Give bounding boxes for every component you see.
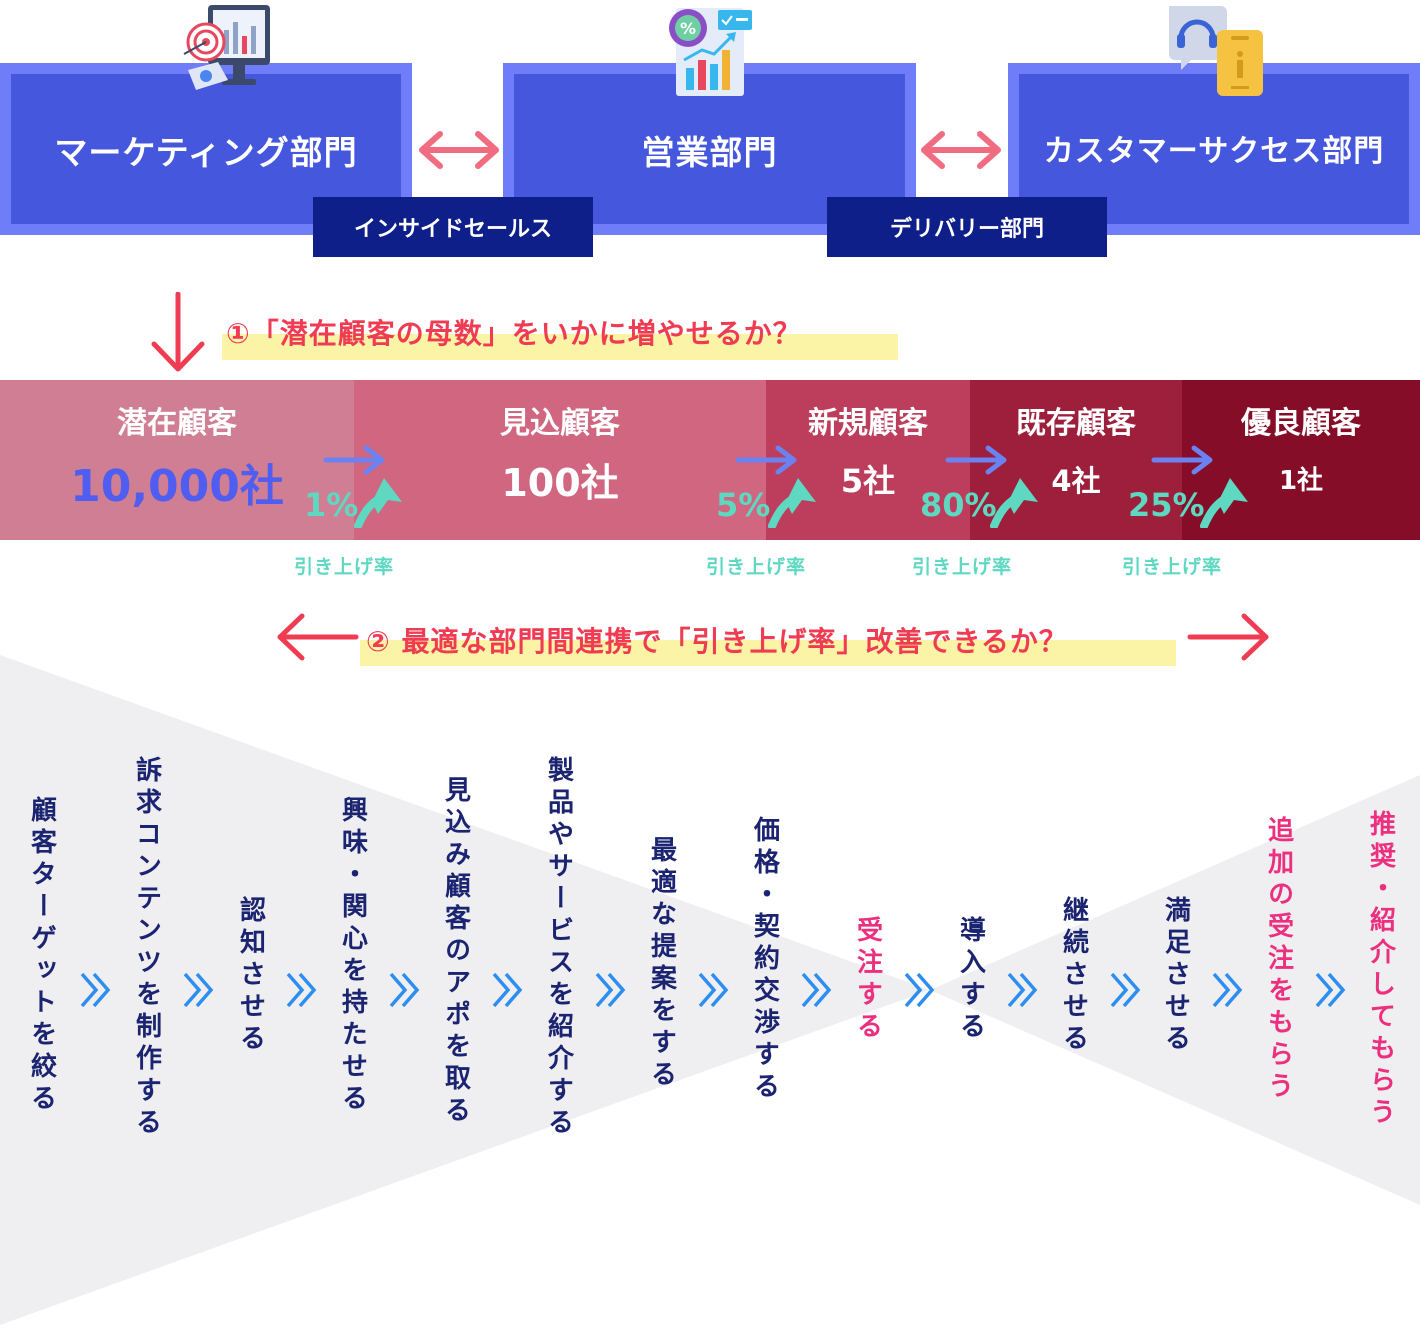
stage-value-prospect: 100社 (501, 461, 619, 505)
stage-label-existing: 既存顧客 (1016, 406, 1136, 441)
funnel-segment-new (766, 380, 970, 540)
double-arrow-icon (419, 131, 499, 169)
right-arrow-icon (945, 445, 1007, 475)
svg-text:%: % (680, 19, 696, 38)
funnel-segment-potential (0, 380, 354, 540)
double-chevron-icon (389, 972, 420, 1008)
funnel-background-shape (0, 655, 1420, 1325)
step-14: 推奨・紹介してもらう (1365, 810, 1396, 1130)
conversion-rate-1: 1% (304, 486, 359, 524)
upward-growth-arrow-icon (1200, 478, 1248, 528)
step-13: 追加の受注をもらう (1263, 816, 1294, 1104)
support-headset-icon (1169, 6, 1263, 96)
double-chevron-icon (183, 972, 214, 1008)
right-arrow-icon (735, 445, 797, 475)
upward-growth-arrow-icon (990, 478, 1038, 528)
customer-success-dept-title: カスタマーサクセス部門 (1043, 134, 1385, 169)
step-1: 顧客ターゲットを絞る (26, 796, 57, 1116)
right-arrow-icon (323, 445, 385, 475)
question1-highlight (222, 334, 898, 360)
question2-text: ② 最適な部門間連携で「引き上げ率」改善できるか？ (366, 625, 1068, 658)
analytics-monitor-icon (183, 5, 270, 90)
stage-value-loyal: 1社 (1278, 466, 1324, 496)
question2-highlight (360, 640, 1176, 666)
double-chevron-icon (1212, 972, 1243, 1008)
rate-caption: 引き上げ率 (706, 556, 807, 578)
step-11: 継続させる (1058, 896, 1089, 1056)
right-arrow-icon (1151, 445, 1213, 475)
stage-label-potential: 潜在顧客 (117, 406, 237, 441)
conversion-rate-2: 5% (716, 486, 771, 524)
down-arrow-icon (151, 292, 205, 372)
double-chevron-icon (904, 972, 935, 1008)
step-8: 価格・契約交渉する (749, 816, 780, 1104)
stage-value-existing: 4社 (1051, 464, 1101, 498)
step-3: 認知させる (235, 896, 266, 1056)
double-chevron-icon (492, 972, 523, 1008)
double-chevron-icon (80, 972, 111, 1008)
question1-text: ①「潜在顧客の母数」をいかに増やせるか？ (226, 317, 802, 350)
double-chevron-icon (1007, 972, 1038, 1008)
inside-sales-label: インサイドセールス (313, 197, 593, 257)
step-12: 満足させる (1160, 896, 1191, 1056)
double-chevron-icon (698, 972, 729, 1008)
step-6: 製品やサービスを紹介する (543, 756, 574, 1140)
left-arrow-icon (277, 613, 359, 661)
double-chevron-icon (595, 972, 626, 1008)
step-10: 導入する (955, 916, 986, 1044)
step-9: 受注する (852, 916, 883, 1044)
upward-growth-arrow-icon (768, 478, 816, 528)
stage-value-new: 5社 (840, 462, 896, 500)
step-2: 訴求コンテンツを制作する (131, 756, 162, 1140)
marketing-dept-title: マーケティング部門 (54, 133, 358, 172)
stage-value-potential: 10,000社 (70, 461, 284, 512)
right-arrow-icon (1187, 613, 1269, 661)
double-chevron-icon (1315, 972, 1346, 1008)
double-chevron-icon (801, 972, 832, 1008)
conversion-rate-3: 80% (920, 486, 997, 524)
funnel-segment-prospect (354, 380, 766, 540)
double-chevron-icon (286, 972, 317, 1008)
stage-label-prospect: 見込顧客 (500, 406, 620, 441)
funnel-segment-loyal (1182, 380, 1420, 540)
upward-growth-arrow-icon (354, 478, 402, 528)
rate-caption: 引き上げ率 (1122, 556, 1223, 578)
rate-caption: 引き上げ率 (294, 556, 395, 578)
double-arrow-icon (921, 131, 1001, 169)
step-4: 興味・関心を持たせる (337, 796, 368, 1116)
step-5: 見込み顧客のアポを取る (440, 776, 471, 1128)
rate-caption: 引き上げ率 (912, 556, 1013, 578)
delivery-dept-label: デリバリー部門 (827, 197, 1107, 257)
double-chevron-icon (1110, 972, 1141, 1008)
step-7: 最適な提案をする (646, 836, 677, 1092)
sales-dept-title: 営業部門 (641, 133, 778, 172)
stage-label-new: 新規顧客 (808, 406, 928, 441)
stage-label-loyal: 優良顧客 (1241, 406, 1361, 441)
sales-growth-chart-icon: % (669, 8, 752, 96)
conversion-rate-4: 25% (1128, 486, 1205, 524)
